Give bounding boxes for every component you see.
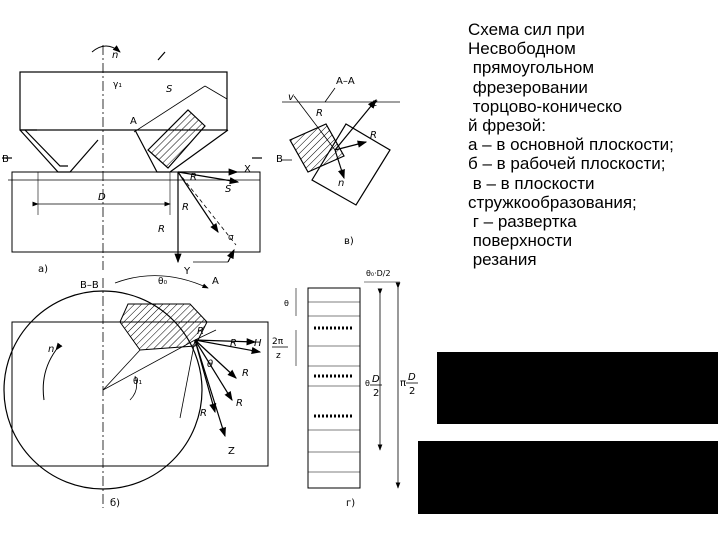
view-b-RH-label: R: [230, 338, 237, 349]
view-a-Rv-label: R: [182, 202, 189, 213]
view-b-H-label: H: [254, 338, 262, 349]
view-a-A-label: A: [130, 116, 137, 127]
view-c-v-label: v: [288, 92, 295, 103]
view-a-Y-label: Y: [183, 266, 191, 277]
view-c-caption: в): [344, 236, 354, 247]
view-b-R1-label: R: [197, 326, 204, 337]
view-a-B-label: B: [2, 154, 9, 165]
view-b-theta-label: θ: [207, 359, 213, 370]
view-b-n-label: n: [48, 344, 54, 355]
view-a-basic-plane: [2, 45, 262, 270]
caption-line: б – в рабочей плоскости;: [468, 154, 666, 174]
caption-line: Несвободном: [468, 39, 576, 59]
view-d-theta-D-label: θ: [365, 379, 370, 388]
view-d-top-label: θ₀·D/2: [366, 269, 391, 278]
black-overlay-top: [437, 352, 718, 424]
caption-line: в – в плоскости: [468, 173, 595, 193]
view-c-RB-label: R: [370, 130, 377, 141]
view-c-labels: A–A v R z R B n в): [276, 76, 378, 247]
view-a-n-label: n: [112, 50, 118, 61]
view-b-theta1-label: θ₁: [133, 377, 143, 387]
view-d-D-right-label: D: [408, 372, 416, 383]
view-b-working-plane: [3, 275, 269, 508]
caption-line: й фрезой:: [468, 116, 547, 136]
view-b-labels: B–B θ₀ n θ₁ R R H θ R R R Z б): [48, 277, 262, 509]
view-d-pi-label: π: [400, 378, 406, 389]
view-d-frac-bot: z: [276, 351, 281, 361]
caption-line: стружкообразования;: [468, 192, 637, 212]
view-d-surface-development: [295, 281, 401, 489]
view-b-RY-label: R: [236, 398, 243, 409]
view-d-frac-top: 2π: [272, 337, 284, 347]
caption-line: поверхности: [468, 231, 573, 251]
view-d-two-right-label: 2: [409, 386, 415, 397]
view-c-title: A–A: [336, 76, 355, 87]
view-b-Z-label: Z: [228, 446, 235, 457]
view-d-caption: г): [346, 498, 355, 509]
view-d-two-label: 2: [373, 388, 379, 399]
caption-line: торцово‑коническо: [468, 96, 623, 116]
view-b-Rzz-label: R: [242, 368, 249, 379]
view-c-B-label: B: [276, 154, 283, 165]
view-a-Ry-label: R: [158, 224, 165, 235]
view-b-caption: б): [110, 498, 120, 509]
view-d-theta-label: θ: [284, 299, 289, 308]
view-a-Sn-label: S: [225, 184, 232, 195]
view-d-labels: θ₀·D/2 θ 2π z θ D 2 π D 2 г): [272, 269, 418, 509]
caption-line: прямоугольном: [468, 58, 595, 78]
view-a-gamma-label: γ₁: [113, 80, 122, 90]
black-overlay-bottom: [418, 441, 718, 514]
view-c-n-label: n: [338, 178, 344, 189]
view-b-BB-label: B–B: [80, 280, 99, 291]
view-c-chip-plane: [282, 87, 400, 206]
view-a-D-label: D: [98, 192, 106, 203]
view-c-Rv-label: R: [316, 108, 323, 119]
caption-line: фрезеровании: [468, 77, 588, 97]
view-a-A-arrow-label: A: [212, 276, 219, 287]
view-b-theta0-label: θ₀: [158, 277, 168, 287]
caption-line: г – развертка: [468, 212, 577, 232]
view-d-D-mid-label: D: [372, 374, 380, 385]
view-a-caption: а): [38, 264, 48, 275]
force-scheme-drawing: n γ₁ A S B D X R S R R σ Y A а): [2, 45, 418, 509]
view-a-X-label: X: [244, 164, 251, 175]
view-c-z-label: z: [371, 98, 378, 109]
view-a-Rx-label: R: [190, 172, 197, 183]
view-a-sigma-label: σ: [228, 233, 234, 243]
caption-line: Схема сил при: [468, 20, 585, 39]
view-b-Rz-label: R: [200, 408, 207, 419]
caption-line: а – в основной плоскости;: [468, 135, 674, 155]
caption-line: резания: [468, 250, 537, 270]
view-a-labels: n γ₁ A S B D X R S R R σ Y A а): [2, 50, 251, 287]
view-a-sz-label: S: [166, 84, 173, 95]
